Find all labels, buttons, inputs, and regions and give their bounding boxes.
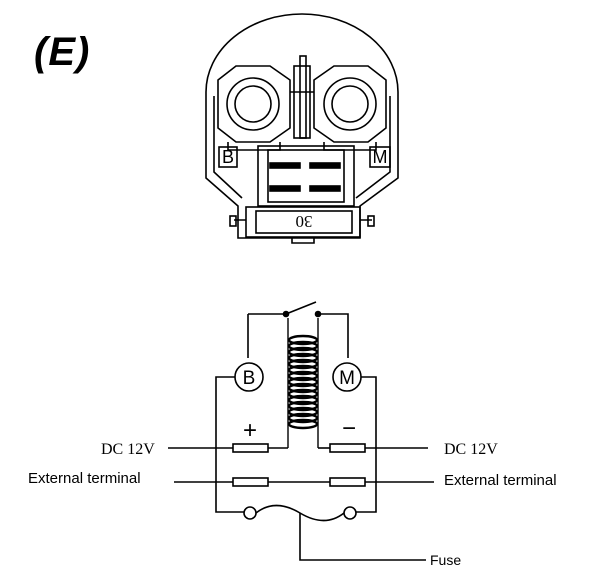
- center-bar: [290, 55, 314, 139]
- coil-winding: [287, 346, 319, 358]
- terminal-minus: [329, 443, 366, 453]
- bolt-left: [217, 65, 291, 151]
- coil-winding: [287, 364, 319, 376]
- relay-housing: [205, 13, 399, 244]
- relay-switch: [247, 301, 349, 358]
- terminal-box-m: [369, 146, 391, 168]
- panel-label: (E): [34, 30, 91, 74]
- coil-winding: [287, 418, 319, 430]
- terminal-plus: [232, 443, 269, 453]
- coil-winding: [287, 388, 319, 400]
- coil-winding: [287, 370, 319, 382]
- coil-winding: [287, 382, 319, 394]
- housing-shoulder-left: [213, 96, 243, 199]
- connector-socket: [257, 145, 355, 207]
- coil-winding: [287, 352, 319, 364]
- coil-winding: [287, 394, 319, 406]
- external-label-left: External terminal: [28, 470, 141, 487]
- bolt-right: [313, 65, 387, 151]
- wire-m: [356, 376, 377, 513]
- coil-winding: [287, 412, 319, 424]
- dc-label-left: DC 12V: [101, 441, 155, 458]
- coil-winding: [287, 334, 319, 346]
- node-m-label: M: [339, 368, 355, 389]
- rating-code: 30: [296, 212, 313, 231]
- coil-winding: [287, 340, 319, 352]
- terminal-letter-b: B: [222, 147, 234, 167]
- rating-plate: [229, 206, 375, 244]
- terminal-letter-m: M: [373, 147, 388, 167]
- external-label-right: External terminal: [444, 472, 557, 489]
- housing-shoulder-right: [355, 96, 391, 199]
- fuse-symbol: [243, 504, 426, 561]
- terminal-ext-right: [329, 477, 366, 487]
- coil-winding: [287, 400, 319, 412]
- wire-b: [215, 376, 244, 513]
- housing-dome: [205, 13, 399, 93]
- schematic: [168, 301, 434, 561]
- housing-body: [205, 92, 399, 239]
- plus-sign: +: [243, 417, 257, 444]
- fuse-label: Fuse: [430, 552, 461, 568]
- terminal-ext-left: [232, 477, 269, 487]
- coil-winding: [287, 376, 319, 388]
- dc-label-right: DC 12V: [444, 441, 498, 458]
- node-b-label: B: [243, 368, 256, 389]
- coil-winding: [287, 406, 319, 418]
- terminal-box-b: [218, 146, 238, 168]
- coil-winding: [287, 358, 319, 370]
- minus-sign: −: [342, 415, 356, 442]
- relay-coil: [287, 318, 319, 448]
